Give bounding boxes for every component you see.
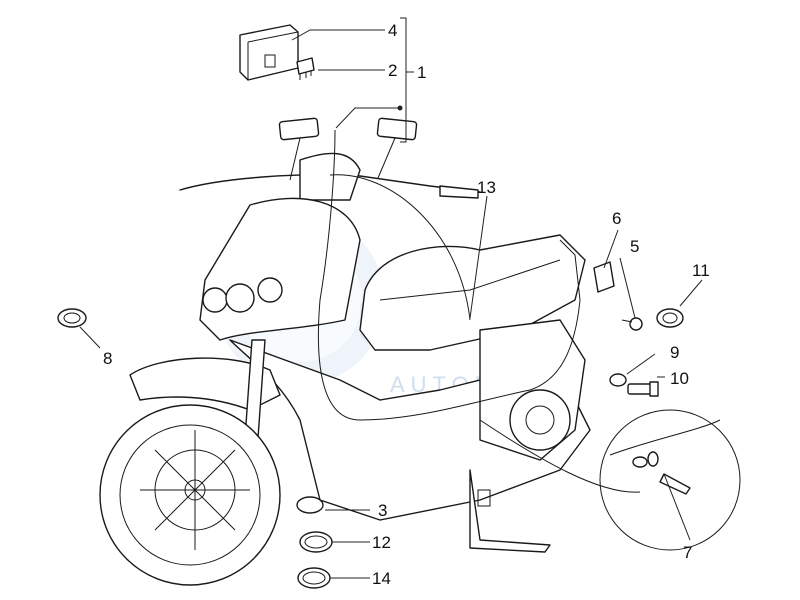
callout-9: 9 xyxy=(670,343,679,362)
callout-11: 11 xyxy=(692,261,710,280)
bolt-10 xyxy=(627,381,659,397)
washer-9 xyxy=(609,373,627,387)
ecu-module xyxy=(239,24,299,81)
callout-10: 10 xyxy=(670,369,689,388)
detail-inset-7 xyxy=(599,409,741,551)
leader-lines xyxy=(79,17,703,579)
callout-12: 12 xyxy=(372,533,391,552)
callout-labels: 4 2 1 13 6 5 11 8 9 10 3 12 14 7 xyxy=(103,21,710,588)
clip-6 xyxy=(593,261,615,293)
screw-5 xyxy=(621,317,643,331)
callout-4: 4 xyxy=(388,21,397,40)
callout-1: 1 xyxy=(417,63,426,82)
clamp-11 xyxy=(656,308,684,328)
fuse xyxy=(296,57,315,80)
callout-5: 5 xyxy=(630,237,639,256)
callout-14: 14 xyxy=(372,569,391,588)
clamp-3 xyxy=(296,496,324,514)
callout-2: 2 xyxy=(388,61,397,80)
callout-8: 8 xyxy=(103,349,112,368)
callout-6: 6 xyxy=(612,209,621,228)
band-12 xyxy=(299,531,333,553)
callout-13: 13 xyxy=(477,178,496,197)
clamp-8 xyxy=(57,308,87,328)
band-14 xyxy=(297,567,331,589)
scooter-outline xyxy=(99,117,641,586)
callout-7: 7 xyxy=(683,543,692,562)
callout-3: 3 xyxy=(378,501,387,520)
